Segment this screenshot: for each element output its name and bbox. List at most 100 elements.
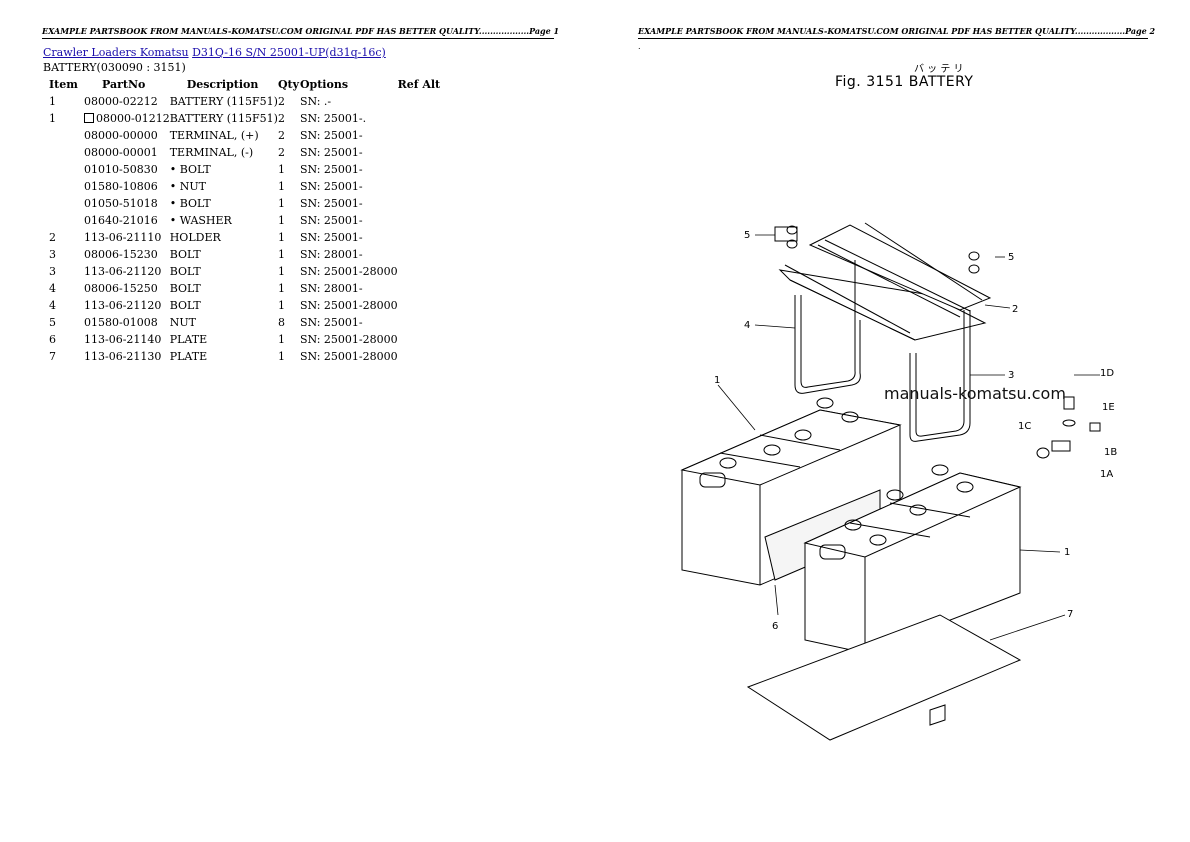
cell-partno: 113-06-21120 <box>84 297 170 314</box>
cell-item <box>43 144 84 161</box>
callout-1d-top: 1D <box>1100 368 1114 379</box>
cell-partno-text: 08000-00000 <box>84 129 158 142</box>
cell-description-text: BOLT <box>169 248 201 261</box>
cell-partno: 113-06-21110 <box>84 229 170 246</box>
breadcrumb-link-category[interactable]: Crawler Loaders Komatsu <box>43 46 189 59</box>
cell-options-text: SN: 25001-28000 <box>299 265 398 278</box>
cell-description: BOLT <box>170 246 278 263</box>
battery-front <box>803 464 1022 654</box>
j-bolt-right <box>909 310 971 442</box>
cell-item-text: 6 <box>49 333 56 346</box>
cell-partno: 01050-51018 <box>84 195 170 212</box>
cell-refalt <box>398 229 448 246</box>
cell-partno-text: 01580-01008 <box>84 316 158 329</box>
page-marker: . <box>638 42 641 51</box>
cell-partno-text: 01640-21016 <box>84 214 158 227</box>
table-header-row: Item PartNo Description Qty Options Ref … <box>43 76 448 93</box>
cell-options-text: SN: 25001- <box>299 180 363 193</box>
cell-item: 6 <box>43 331 84 348</box>
cell-partno-text: 113-06-21120 <box>84 299 162 312</box>
breadcrumb-link-model[interactable]: D31Q-16 S/N 25001-UP(d31q-16c) <box>192 46 386 59</box>
cell-partno-text: 113-06-21110 <box>84 231 162 244</box>
cell-partno: 113-06-21120 <box>84 263 170 280</box>
cell-options: SN: 25001- <box>300 144 398 161</box>
page-header-right: EXAMPLE PARTSBOOK FROM MANUALS-KOMATSU.C… <box>638 26 1155 39</box>
cell-qty-text: 1 <box>277 248 285 261</box>
callout-1e: 1E <box>1102 402 1115 413</box>
col-header-refalt: Ref Alt <box>397 78 441 91</box>
cell-options-text: SN: 28001- <box>299 282 363 295</box>
cell-partno: 01580-10806 <box>84 178 170 195</box>
cell-refalt <box>398 280 448 297</box>
callout-6: 6 <box>772 621 778 632</box>
cell-qty: 2 <box>278 110 300 127</box>
cell-refalt <box>398 246 448 263</box>
cell-description-text: HOLDER <box>169 231 221 244</box>
cell-qty-text: 1 <box>277 197 285 210</box>
callout-7: 7 <box>1067 609 1073 620</box>
cell-options-text: SN: 25001- <box>299 197 363 210</box>
cell-partno: 01010-50830 <box>84 161 170 178</box>
cell-qty-text: 1 <box>277 299 285 312</box>
cell-qty: 1 <box>278 263 300 280</box>
nut-group-top-right <box>968 251 980 274</box>
cell-item-text: 4 <box>49 299 56 312</box>
cell-partno-text: 113-06-21140 <box>84 333 162 346</box>
cell-description-text: NUT <box>169 316 196 329</box>
cell-refalt <box>398 144 448 161</box>
cell-options-text: SN: 25001-. <box>299 112 367 125</box>
checkbox-icon <box>84 113 94 123</box>
col-header-options: Options <box>299 78 349 91</box>
cell-item-text: 3 <box>49 265 56 278</box>
cell-partno-text: 01010-50830 <box>84 163 158 176</box>
cell-partno: 08000-02212 <box>84 93 170 110</box>
cell-options: SN: 28001- <box>300 280 398 297</box>
cell-options-text: SN: 28001- <box>299 248 363 261</box>
cell-options: SN: 25001- <box>300 212 398 229</box>
cell-qty-text: 1 <box>277 163 285 176</box>
cell-description: • BOLT <box>170 161 278 178</box>
cell-item-text: 4 <box>49 282 56 295</box>
cell-options: SN: 28001- <box>300 246 398 263</box>
leader-lines <box>717 234 1100 641</box>
cell-partno-text: 01050-51018 <box>84 197 158 210</box>
cell-refalt <box>398 161 448 178</box>
cell-qty: 2 <box>278 127 300 144</box>
cell-description: PLATE <box>170 331 278 348</box>
cell-qty-text: 1 <box>277 231 285 244</box>
cell-item-text: 3 <box>49 248 56 261</box>
cell-qty-text: 1 <box>277 282 285 295</box>
cell-refalt <box>398 110 448 127</box>
cell-description-text: • WASHER <box>169 214 232 227</box>
cell-partno-text: 08000-02212 <box>84 95 158 108</box>
cell-options: SN: .- <box>300 93 398 110</box>
nut-group-top-left <box>774 225 798 249</box>
cell-description: BOLT <box>170 263 278 280</box>
callout-3: 3 <box>1008 370 1014 381</box>
cell-description-text: PLATE <box>169 350 208 363</box>
cell-options: SN: 25001- <box>300 178 398 195</box>
cell-qty: 1 <box>278 161 300 178</box>
cell-partno: 08000-00000 <box>84 127 170 144</box>
cell-description: HOLDER <box>170 229 278 246</box>
cell-partno: 01640-21016 <box>84 212 170 229</box>
cell-qty: 1 <box>278 246 300 263</box>
cell-partno: 08000-00001 <box>84 144 170 161</box>
cell-qty-text: 1 <box>277 350 285 363</box>
cell-qty: 1 <box>278 348 300 365</box>
callout-1a: 1A <box>1100 469 1113 480</box>
cell-item-text: 7 <box>49 350 56 363</box>
cell-partno-text: 08006-15230 <box>84 248 158 261</box>
cell-item: 4 <box>43 280 84 297</box>
cell-qty: 1 <box>278 178 300 195</box>
callout-1b: 1B <box>1104 447 1117 458</box>
cell-description: • NUT <box>170 178 278 195</box>
cell-item: 3 <box>43 246 84 263</box>
cell-options-text: SN: 25001- <box>299 231 363 244</box>
parts-table: Item PartNo Description Qty Options Ref … <box>43 76 448 365</box>
